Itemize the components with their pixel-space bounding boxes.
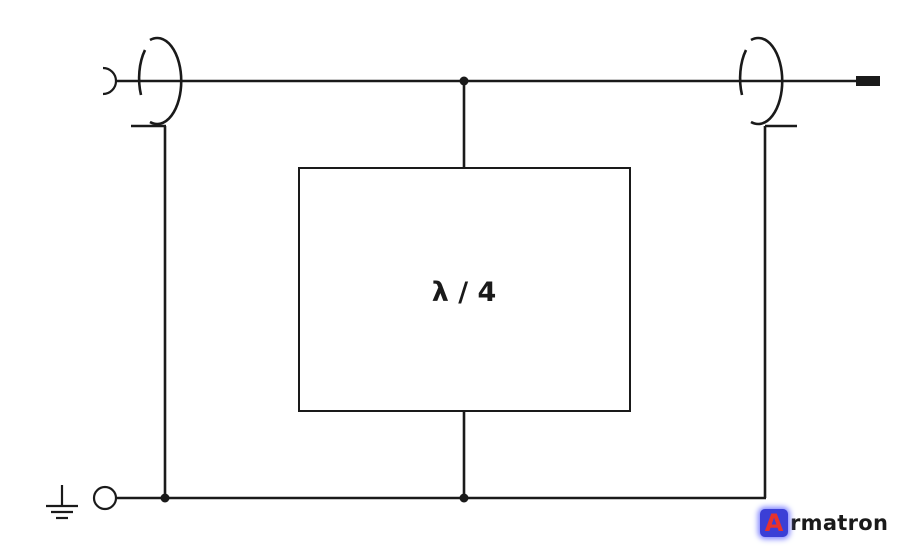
armatron-logo: A rmatron (760, 505, 888, 541)
quarter-wave-box (298, 167, 631, 412)
logo-letter: A (764, 509, 784, 537)
logo-mark: A (760, 509, 788, 537)
output-pin-icon (856, 76, 880, 86)
ground-icon (46, 485, 78, 520)
ferrite-ring-icon (738, 36, 797, 128)
junction-node (459, 493, 469, 503)
coax-input-socket-icon (102, 66, 118, 96)
box-label: λ / 4 (432, 277, 497, 308)
junction-node (160, 493, 170, 503)
ground-terminal (92, 485, 118, 511)
ferrite-ring-icon (131, 36, 183, 128)
junction-node (459, 76, 469, 86)
logo-text: rmatron (790, 511, 889, 535)
